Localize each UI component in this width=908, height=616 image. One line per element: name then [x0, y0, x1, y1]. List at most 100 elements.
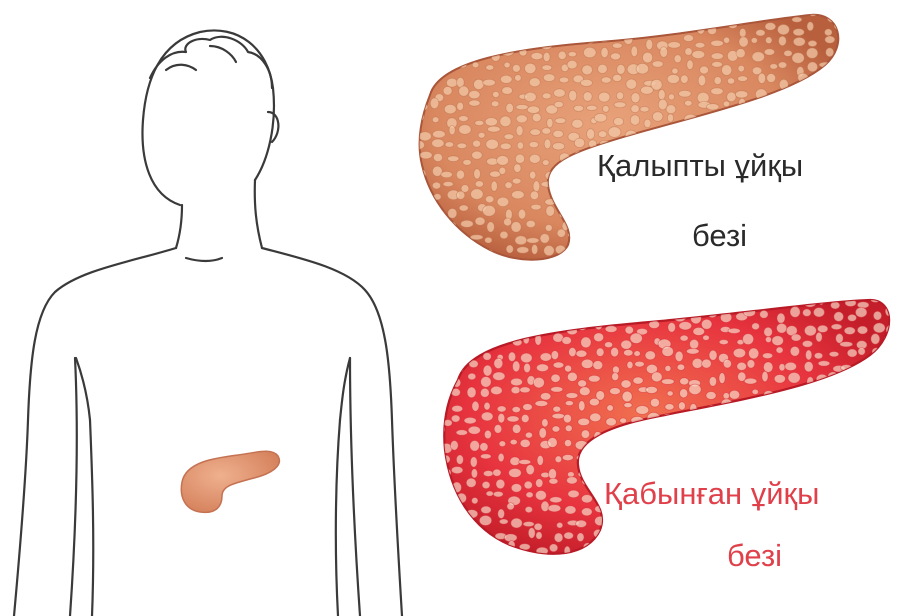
inflamed-pancreas-lobule — [689, 384, 701, 395]
normal-pancreas-lobule — [779, 207, 787, 214]
inflamed-pancreas-lobule — [480, 312, 493, 322]
normal-pancreas-lobule — [529, 78, 540, 87]
inflamed-pancreas-lobule — [846, 472, 859, 478]
inflamed-pancreas-lobule — [434, 479, 446, 487]
normal-pancreas-lobule — [753, 259, 762, 269]
inflamed-pancreas-lobule — [886, 375, 893, 381]
normal-pancreas-lobule — [571, 256, 584, 266]
normal-pancreas-lobule — [640, 25, 648, 35]
inflamed-pancreas-lobule — [481, 321, 490, 327]
inflamed-pancreas-lobule — [833, 505, 840, 515]
inflamed-pancreas-lobule — [552, 426, 560, 432]
normal-pancreas-lobule — [461, 261, 469, 269]
normal-pancreas-lobule — [545, 259, 553, 270]
inflamed-pancreas-lobule — [551, 554, 559, 564]
normal-pancreas-lobule — [491, 181, 497, 191]
inflamed-pancreas-lobule — [483, 365, 492, 376]
inflamed-pancreas-lobule — [507, 503, 514, 510]
inflamed-pancreas-lobule — [528, 528, 535, 539]
normal-pancreas-lobule — [659, 191, 665, 199]
normal-pancreas-lobule — [836, 255, 846, 264]
inflamed-pancreas-lobule — [680, 464, 689, 470]
inflamed-pancreas-lobule — [690, 457, 701, 465]
normal-pancreas-lobule — [497, 197, 509, 206]
inflamed-pancreas-lobule — [821, 466, 829, 475]
inflamed-pancreas-lobule — [846, 426, 858, 437]
inflamed-pancreas-lobule — [819, 529, 828, 540]
human-torso-outline — [14, 30, 402, 616]
normal-pancreas-lobule — [793, 29, 804, 36]
normal-pancreas-lobule — [601, 77, 611, 83]
inflamed-pancreas-lobule — [471, 469, 477, 478]
inflamed-pancreas-lobule — [576, 350, 587, 357]
inflamed-pancreas-lobule — [686, 415, 698, 424]
normal-pancreas-lobule — [792, 53, 804, 64]
normal-pancreas-lobule — [698, 11, 711, 17]
normal-pancreas-lobule — [798, 90, 806, 100]
inflamed-pancreas-lobule — [890, 350, 902, 360]
normal-pancreas-lobule — [826, 76, 835, 82]
inflamed-pancreas-lobule — [831, 302, 840, 309]
normal-pancreas-lobule — [597, 190, 607, 201]
normal-pancreas-lobule — [766, 37, 772, 44]
normal-pancreas-lobule — [784, 102, 794, 108]
normal-pancreas-lobule — [709, 131, 718, 140]
inflamed-pancreas-lobule — [495, 310, 507, 318]
inflamed-pancreas-lobule — [790, 346, 799, 356]
inflamed-pancreas-lobule — [470, 549, 478, 555]
inflamed-pancreas-lobule — [638, 520, 647, 527]
inflamed-pancreas-lobule — [703, 420, 716, 426]
normal-pancreas-lobule — [727, 92, 736, 102]
inflamed-pancreas-lobule — [456, 560, 468, 567]
inflamed-pancreas-lobule — [694, 297, 705, 307]
inflamed-pancreas-lobule — [729, 390, 739, 399]
normal-pancreas-lobule — [798, 260, 805, 269]
inflamed-pancreas-lobule — [847, 555, 859, 566]
normal-pancreas-lobule — [793, 192, 805, 201]
normal-pancreas-lobule — [432, 139, 445, 148]
inflamed-pancreas-lobule — [845, 532, 853, 539]
inflamed-pancreas-lobule — [701, 428, 711, 438]
normal-pancreas-lobule — [615, 142, 622, 148]
normal-pancreas-lobule — [443, 86, 452, 95]
normal-pancreas-lobule — [422, 16, 428, 23]
inflamed-pancreas-lobule — [494, 425, 502, 434]
inflamed-pancreas-lobule — [497, 297, 506, 304]
inflamed-pancreas-lobule — [889, 478, 899, 483]
normal-pancreas-lobule — [680, 23, 689, 29]
inflamed-pancreas-lobule — [525, 432, 532, 438]
normal-pancreas-lobule — [823, 234, 829, 244]
inflamed-pancreas-lobule — [483, 471, 493, 477]
normal-pancreas-lobule — [713, 258, 725, 265]
normal-pancreas-lobule — [499, 167, 506, 174]
inflamed-pancreas-lobule — [844, 455, 855, 466]
normal-pancreas-lobule — [769, 194, 779, 201]
inflamed-pancreas-lobule — [723, 359, 731, 368]
normal-pancreas-lobule — [504, 134, 514, 140]
normal-pancreas-lobule — [473, 140, 481, 147]
inflamed-pancreas-lobule — [820, 492, 826, 499]
inflamed-pancreas-lobule — [674, 312, 686, 322]
inflamed-pancreas-lobule — [472, 401, 479, 411]
inflamed-pancreas-lobule — [665, 365, 671, 371]
inflamed-pancreas-lobule — [621, 560, 629, 566]
normal-pancreas-lobule — [695, 119, 705, 125]
normal-pancreas-lobule — [518, 209, 525, 219]
inflamed-pancreas-lobule — [871, 413, 878, 422]
normal-pancreas-lobule — [571, 12, 578, 18]
normal-pancreas-lobule — [613, 204, 624, 214]
inflamed-pancreas-lobule — [762, 371, 768, 382]
inflamed-pancreas-lobule — [820, 432, 830, 438]
inflamed-pancreas-lobule — [690, 533, 697, 540]
normal-pancreas-lobule — [569, 90, 577, 101]
normal-pancreas-lobule — [805, 79, 815, 88]
normal-pancreas-lobule — [808, 40, 817, 46]
inflamed-pancreas-lobule — [886, 430, 899, 440]
inflamed-pancreas-lobule — [844, 406, 853, 415]
inflamed-pancreas-lobule — [611, 465, 620, 473]
normal-pancreas-lobule — [765, 23, 776, 31]
inflamed-pancreas-lobule — [536, 364, 548, 372]
inflamed-pancreas-lobule — [856, 489, 867, 498]
inflamed-pancreas-lobule — [776, 295, 785, 304]
normal-pancreas-lobule — [739, 37, 748, 47]
